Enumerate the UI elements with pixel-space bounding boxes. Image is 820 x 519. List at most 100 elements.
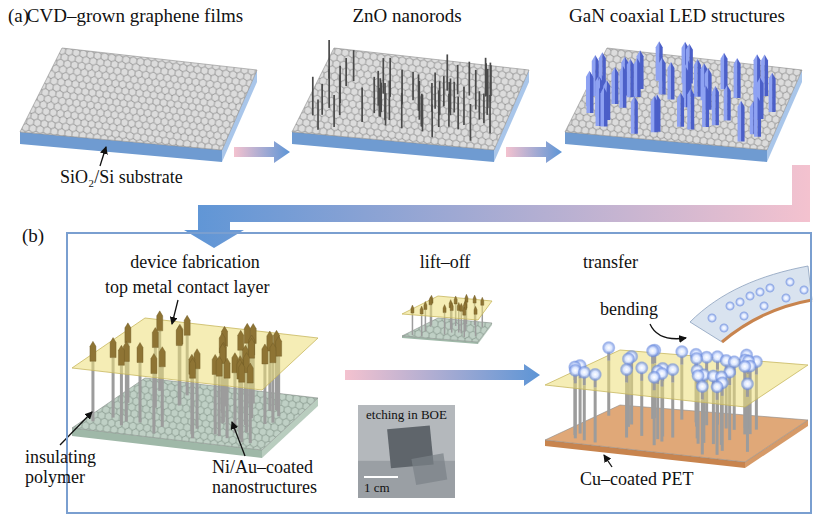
emission-glow [765,283,775,293]
gan-led-rod [611,67,615,104]
metal-contact-layer [545,350,808,407]
zno-nanorod [485,58,487,97]
ni-au-rod-tip [238,330,244,350]
gan-led-rod [654,96,658,132]
gan-led-rod [667,62,671,100]
emission-glow [738,359,752,373]
part-label: bending [600,300,658,320]
ni-au-rod-tip [481,297,484,305]
zno-nanorod [457,97,459,130]
gan-led-rod [702,85,706,127]
nanorod [594,387,597,442]
zno-nanorod [434,73,436,109]
emission-glow [759,301,769,311]
gan-led-rod [706,85,710,127]
nanorod [249,383,252,443]
emission-glow [719,323,729,333]
zno-nanorod [422,95,424,132]
substrate-top [20,48,257,150]
gan-led-rod [651,96,655,132]
zno-nanorod [453,82,455,113]
gan-led-rod [697,59,701,97]
ni-au-rod-tip [190,358,196,378]
zno-nanorod [468,62,470,96]
nanorod [412,313,414,335]
zno-nanorod [339,75,341,115]
nanorod [583,385,586,440]
zno-nanorod [373,77,375,113]
ni-au-rod-tip [110,338,116,358]
ni-au-rod-tip [443,305,446,313]
gan-led-rod [712,86,716,125]
gan-led-rod [604,87,608,126]
base-layer-top [402,318,492,342]
emission-glow [739,311,749,321]
ni-au-rod-tip [249,338,255,358]
emission-glow [785,277,795,287]
gan-led-rod [694,59,698,97]
emission-glow [695,379,709,393]
graphene-tint [72,378,318,450]
gan-led-rod [630,59,634,97]
zno-nanorod [321,84,323,115]
gan-led-rod [596,88,600,126]
leader-arrow [604,455,612,467]
ni-au-rod-tip [474,306,477,314]
gan-led-rod [734,58,738,98]
stage-title: lift–off [420,253,471,273]
bending-arrow [650,324,686,339]
nanorod [240,382,243,442]
ni-au-rod-tip [247,363,253,383]
zno-nanorod [401,93,403,128]
zno-nanorod [353,50,355,81]
gan-led-rod [619,66,623,108]
gan-led-rod [631,96,635,134]
nanorod [716,400,719,455]
flexible-sheet-edge [722,300,812,342]
leader-arrow [172,300,178,324]
ni-au-rod-tip [429,297,432,305]
ni-au-rod-tip [157,311,163,331]
gan-led-rod [737,58,741,98]
ni-au-rod-tip [454,296,457,304]
emission-glow [620,363,634,377]
ni-au-rod-tip [125,323,131,343]
nanorod [191,378,194,438]
emission-glow [735,297,745,307]
part-label: SiO₂/Si substrate [60,168,183,188]
stage-title: ZnO nanorods [352,6,461,27]
part-label: Ni/Au–coated nanostructures [212,458,337,498]
zno-nanorod [389,81,391,120]
gan-led-rod [615,67,619,104]
ni-au-rod-tip [118,345,124,365]
ni-au-rod-tip [450,303,453,311]
gan-led-rod [623,66,627,108]
process-arrow [345,364,540,386]
emission-glow [740,377,754,391]
zno-nanorod [457,65,459,94]
emission-glow [646,344,660,358]
emission-glow [710,380,724,394]
zno-nanorod [489,95,491,134]
emission-glow [647,370,661,384]
base-layer-top [72,378,318,450]
emission-glow [707,313,717,323]
nanorod [701,399,704,454]
scale-bar [364,476,398,478]
stage-title: device fabrication [130,253,259,273]
panel-letter: (a) [8,6,29,27]
ni-au-rod-tip [184,315,190,335]
gan-led-rod [659,57,663,94]
gan-led-rod [586,72,590,113]
gan-led-rod [677,92,681,126]
leader-arrow [100,147,106,166]
stage-title: transfer [583,253,638,273]
ni-au-rod-tip [420,306,423,314]
gan-led-rod [634,58,638,97]
zno-nanorod [443,76,445,106]
ni-au-rod-tip [137,343,143,363]
emission-glow [781,293,791,303]
ni-au-rod-tip [176,326,182,346]
leader-arrow [232,422,245,456]
photo-inset: etching in BOE1 cm [358,405,455,498]
